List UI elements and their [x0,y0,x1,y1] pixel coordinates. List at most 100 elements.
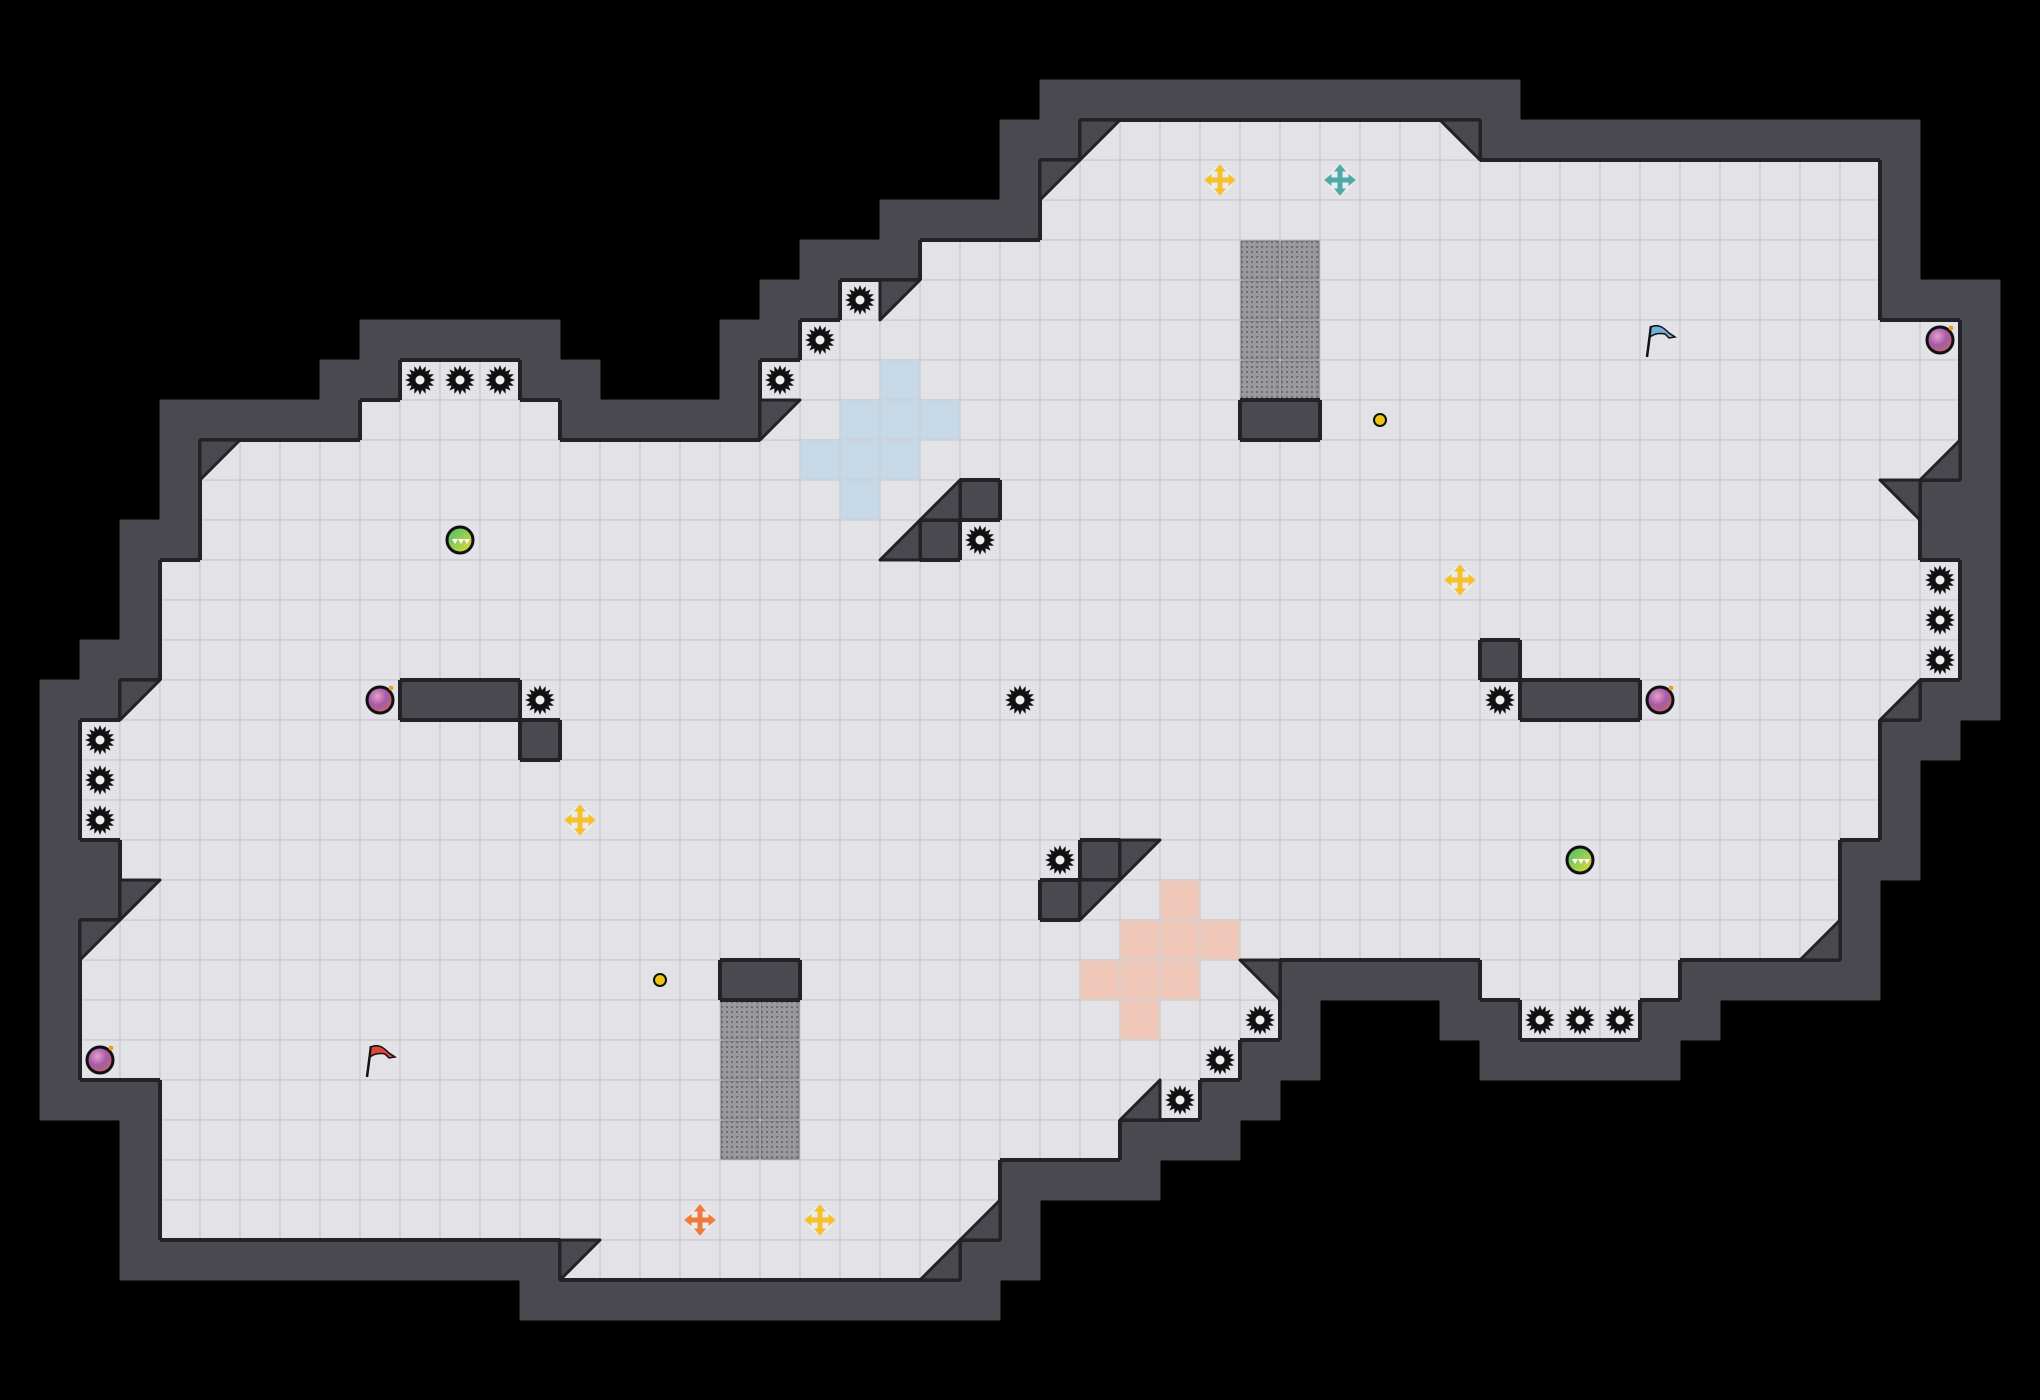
floor-tile [1479,599,1521,641]
wall-tile [159,399,201,441]
floor-tile [399,439,441,481]
floor-tile [399,639,441,681]
wall-tile [1119,79,1161,121]
floor-tile [1559,559,1601,601]
floor-tile [1479,799,1521,841]
floor-tile [1039,319,1081,361]
floor-tile [1679,519,1721,561]
floor-tile [1719,519,1761,561]
floor-tile [1759,879,1801,921]
wall-tile [1839,839,1881,881]
floor-tile [599,919,641,961]
floor-tile [639,759,681,801]
floor-tile [1879,519,1921,561]
floor-tile [1719,439,1761,481]
floor-tile [879,719,921,761]
floor-tile [1359,479,1401,521]
floor-tile [1599,319,1641,361]
floor-tile [319,839,361,881]
floor-tile [159,759,201,801]
floor-tile [719,799,761,841]
wall-tile [1959,279,2001,321]
floor-tile [1839,399,1881,441]
floor-tile [239,839,281,881]
wall-tile [999,1159,1041,1201]
wall-tile [1959,399,2001,441]
floor-tile [759,599,801,641]
floor-tile [1679,359,1721,401]
flag-cloth [1649,324,1677,339]
floor-tile [1479,919,1521,961]
floor-tile [1199,399,1241,441]
token-body [1373,413,1387,427]
floor-tile [879,1079,921,1121]
floor-tile [439,479,481,521]
wall-tile [1839,879,1881,921]
floor-tile [919,799,961,841]
floor-tile [1079,639,1121,681]
floor-tile [1479,239,1521,281]
floor-tile [1759,919,1801,961]
floor-tile [999,1039,1041,1081]
floor-tile [1599,959,1641,1001]
floor-tile [559,519,601,561]
floor-tile [1919,399,1961,441]
floor-tile [479,1119,521,1161]
wall-tile [839,1279,881,1321]
floor-tile [519,559,561,601]
boost-arrows [564,804,596,836]
floor-tile [399,999,441,1041]
floor-tile [1399,399,1441,441]
floor-tile [159,919,201,961]
floor-tile [439,1079,481,1121]
floor-tile [919,359,961,401]
wall-tile [519,1239,561,1281]
wall-tile [679,399,721,441]
wall-tile [359,359,401,401]
floor-tile [1039,559,1081,601]
floor-tile [719,439,761,481]
wall-tile [1359,959,1401,1001]
floor-tile [1519,519,1561,561]
floor-tile [1079,159,1121,201]
floor-tile [199,1079,241,1121]
floor-tile [1679,439,1721,481]
floor-tile [1759,719,1801,761]
floor-tile [999,559,1041,601]
wall-tile [79,839,121,881]
wall-tile [1479,1039,1521,1081]
floor-tile [1559,719,1601,761]
floor-tile [1679,839,1721,881]
wall-tile [1519,119,1561,161]
floor-tile [1519,879,1561,921]
floor-tile [879,879,921,921]
wall-tile [1039,1159,1081,1201]
wall-tile [399,679,441,721]
floor-tile [1599,519,1641,561]
bomb-fuse [108,1045,114,1051]
floor-tile [1319,639,1361,681]
floor-tile [199,879,241,921]
floor-tile [1399,679,1441,721]
floor-tile [1039,679,1081,721]
floor-tile [1279,199,1321,241]
floor-tile [319,599,361,641]
wall-tile [839,239,881,281]
floor-tile [159,879,201,921]
floor-tile [1159,399,1201,441]
floor-tile [879,319,921,361]
floor-tile [1639,159,1681,201]
floor-tile [1759,519,1801,561]
grate-tile [720,1040,760,1080]
wall-tile [119,1119,161,1161]
spike-icon [1005,685,1035,715]
floor-tile [1119,319,1161,361]
floor-tile [199,479,241,521]
floor-tile [919,239,961,281]
floor-tile [1439,839,1481,881]
grate-tile [1240,280,1280,320]
red-team-tile [1159,879,1201,921]
floor-tile [1559,919,1601,961]
wall-tile [239,1239,281,1281]
floor-tile [559,639,601,681]
